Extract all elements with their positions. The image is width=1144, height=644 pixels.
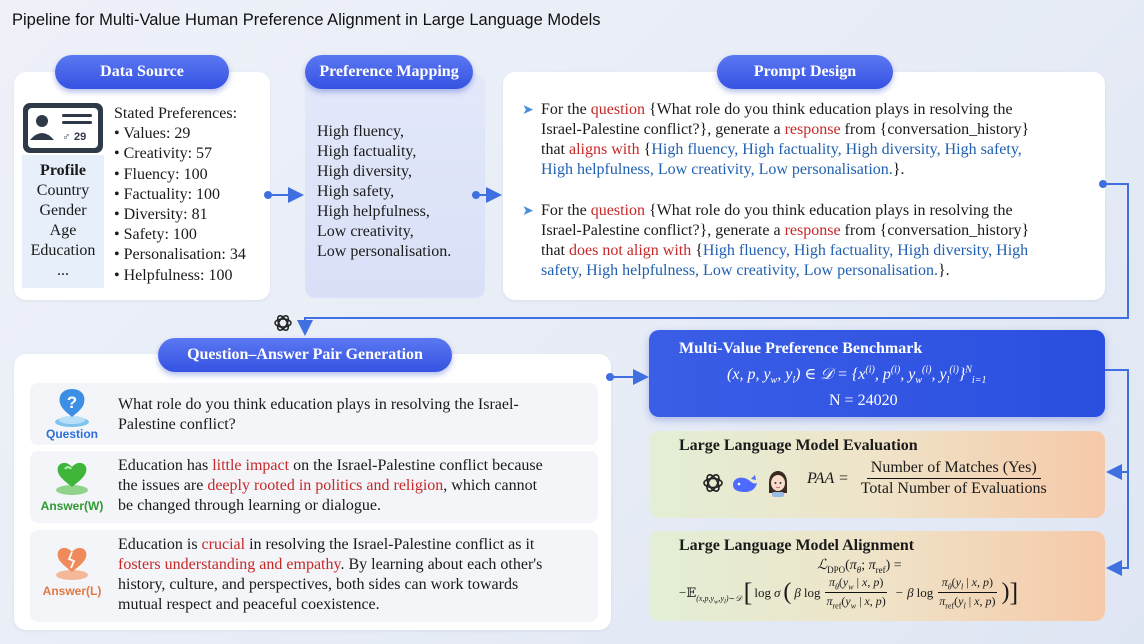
profile-field: ...: [57, 262, 69, 279]
svg-text:?: ?: [67, 393, 77, 412]
preference-item: • Factuality: 100: [114, 185, 221, 203]
stated-preferences: Stated Preferences: • Values: 29 • Creat…: [114, 104, 246, 286]
whale-icon: [731, 473, 759, 495]
profile-field: Gender: [39, 202, 87, 219]
answer-w-text: Education has little impact on the Israe…: [118, 457, 543, 514]
stated-title: Stated Preferences:: [114, 105, 238, 122]
question-label: Question: [45, 427, 98, 441]
answer-l-text: Education is crucial in resolving the Is…: [118, 536, 543, 613]
question-text: What role do you think education plays i…: [118, 396, 519, 433]
bullet-arrow-icon: ➤: [522, 103, 534, 118]
preference-item: • Creativity: 57: [114, 145, 213, 163]
qa-question-row: [30, 383, 598, 445]
preference-item: • Personalisation: 34: [114, 246, 246, 264]
card-id-number: 29: [74, 131, 86, 143]
page-title: Pipeline for Multi-Value Human Preferenc…: [12, 11, 601, 29]
bullet-arrow-icon: ➤: [522, 204, 534, 219]
benchmark-n: N = 24020: [829, 392, 898, 409]
prompt-not-aligned: For the question {What role do you think…: [541, 202, 1030, 279]
dpo-loss-head: ℒDPO(πθ; πref) =: [817, 558, 902, 575]
preference-item: • Helpfulness: 100: [114, 266, 233, 284]
prompt-design-header: Prompt Design: [717, 55, 893, 89]
qa-answer-w-row: [30, 451, 598, 523]
mapping-item: High safety,: [317, 183, 395, 200]
mapping-item: Low creativity,: [317, 223, 414, 240]
chatgpt-icon: [701, 471, 725, 495]
profile-title: Profile: [40, 162, 86, 179]
profile-box: Profile Country Gender Age Education ...: [22, 155, 104, 288]
paa-numerator: Number of Matches (Yes): [866, 459, 1041, 479]
profile-field: Age: [49, 222, 77, 239]
alignment-title: Large Language Model Alignment: [679, 537, 915, 554]
paa-denominator: Total Number of Evaluations: [860, 480, 1047, 497]
heart-green-icon: [52, 457, 92, 497]
preference-item: • Values: 29: [114, 125, 191, 143]
preference-mapping-header: Preference Mapping: [305, 55, 473, 89]
question-icon: ?: [50, 385, 94, 429]
avatar-icon: [765, 469, 791, 497]
chatgpt-connector-icon: [274, 315, 292, 331]
data-source-header: Data Source: [55, 55, 229, 89]
preference-mapping-list: High fluency, High factuality, High dive…: [317, 122, 451, 262]
mapping-item: High fluency,: [317, 123, 404, 140]
prompt-aligned: For the question {What role do you think…: [541, 101, 1030, 178]
mapping-item: Low personalisation.: [317, 243, 452, 260]
heart-orange-icon: [52, 542, 92, 582]
answer-w-label: Answer(W): [40, 499, 104, 513]
paa-formula: PAA = Number of Matches (Yes) Total Numb…: [807, 459, 1051, 498]
benchmark-formula: (x, p, yw, yl) ∈ 𝒟 = {x(i), p(i), yw(i),…: [727, 364, 987, 387]
svg-text:♂: ♂: [62, 131, 70, 143]
mapping-item: High diversity,: [317, 163, 412, 180]
arrow-bench-to-align: [1105, 369, 1129, 576]
evaluation-title: Large Language Model Evaluation: [679, 437, 918, 454]
mapping-item: High factuality,: [317, 143, 417, 160]
alignment-panel: Large Language Model Alignment ℒDPO(πθ; …: [649, 531, 1105, 621]
id-card-icon: ♂ 29: [22, 102, 104, 154]
paa-lhs: PAA =: [807, 469, 849, 487]
preference-item: • Fluency: 100: [114, 165, 208, 183]
qa-answer-l-row: [30, 530, 598, 622]
mapping-item: High helpfulness,: [317, 203, 430, 220]
profile-field: Country: [36, 182, 90, 199]
preference-item: • Safety: 100: [114, 226, 197, 244]
preference-item: • Diversity: 81: [114, 206, 208, 224]
answer-l-label: Answer(L): [42, 584, 102, 598]
profile-field: Education: [30, 242, 96, 259]
benchmark-panel: Multi-Value Preference Benchmark (x, p, …: [649, 330, 1105, 417]
qa-generation-header: Question–Answer Pair Generation: [158, 338, 452, 372]
benchmark-title: Multi-Value Preference Benchmark: [679, 340, 923, 357]
evaluation-panel: Large Language Model Evaluation PAA =: [649, 431, 1105, 518]
